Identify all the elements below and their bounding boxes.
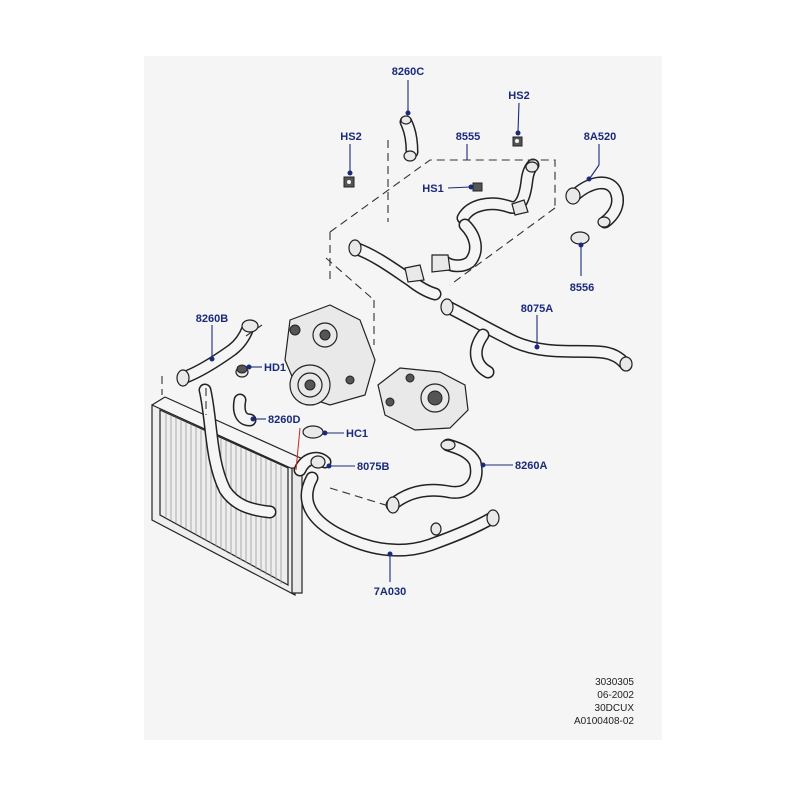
hose-8260D: [232, 366, 257, 427]
clamp-8556: [570, 231, 590, 245]
clip-HS2-left: [343, 176, 355, 188]
callout-leaders: [209, 80, 600, 582]
reference-block: 3030305 06-2002 30DCUX A0100408-02: [524, 676, 634, 728]
hose-assembly-8555: [348, 158, 540, 301]
callout-8556: 8556: [570, 282, 594, 294]
clamp-HC1: [302, 425, 324, 439]
thermostat-housing: [377, 367, 469, 431]
callout-8A520: 8A520: [584, 131, 616, 143]
assembly-outline: [161, 140, 556, 508]
ref-line-2: 06-2002: [597, 690, 634, 701]
callout-8075B: 8075B: [357, 461, 389, 473]
water-pump: [284, 304, 376, 406]
callout-8555: 8555: [456, 131, 480, 143]
hose-8A520: [565, 176, 624, 229]
ref-line-3: 30DCUX: [594, 703, 634, 714]
callout-HS2-left: HS2: [340, 131, 361, 143]
hose-8075B: [293, 451, 332, 477]
ref-line-1: 3030305: [595, 677, 634, 688]
hose-8075A: [440, 298, 633, 379]
clip-HS2-top: [512, 136, 523, 147]
callout-HC1: HC1: [346, 428, 368, 440]
ref-line-4: A0100408-02: [573, 716, 634, 727]
hose-7A030: [300, 471, 500, 557]
clip-HS1: [472, 182, 483, 192]
callout-7A030: 7A030: [374, 586, 406, 598]
callout-8260C: 8260C: [392, 66, 424, 78]
hose-8260A: [385, 438, 483, 514]
callout-HS2-top: HS2: [508, 90, 529, 102]
callout-HD1: HD1: [264, 362, 286, 374]
callout-labels: 8260C HS2 HS2 8555 8A520 HS1 8556 8260B …: [196, 66, 616, 598]
hose-8260C: [399, 115, 419, 162]
callout-8260A: 8260A: [515, 460, 547, 472]
callout-HS1: HS1: [422, 183, 443, 195]
radiator: [151, 396, 306, 596]
clamp-HD1: [236, 364, 248, 374]
hose-8260B: [176, 319, 277, 519]
callout-8075A: 8075A: [521, 303, 553, 315]
callout-8260B: 8260B: [196, 313, 228, 325]
callout-8260D: 8260D: [268, 414, 300, 426]
